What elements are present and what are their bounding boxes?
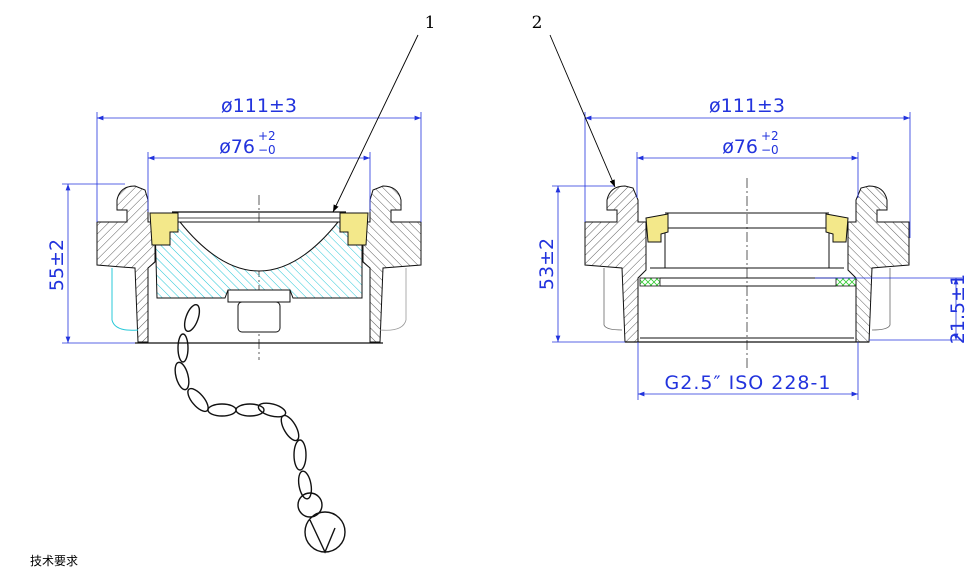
dim-inner-diameter-1: ø76 xyxy=(219,136,255,158)
dim-inner-tol-lower-2: −0 xyxy=(761,143,779,157)
seal-right-2 xyxy=(825,213,849,243)
dim-inner-tol-upper-1: +2 xyxy=(258,129,276,143)
technical-requirements-note: 技术要求 xyxy=(30,554,79,568)
dim-thread-spec: G2.5″ ISO 228-1 xyxy=(665,372,832,394)
dim-height-1: 55±2 xyxy=(46,239,68,291)
chain xyxy=(174,303,346,554)
dim-height-2: 53±2 xyxy=(536,238,558,290)
dim-outer-diameter-2: ø111±3 xyxy=(709,95,785,117)
dim-inner-tol-upper-2: +2 xyxy=(761,129,779,143)
part-label-1: 1 xyxy=(425,13,436,33)
seal-left-2 xyxy=(645,213,669,243)
oring-left xyxy=(639,277,661,287)
seal-right xyxy=(339,212,369,246)
oring-right xyxy=(835,277,857,287)
dim-inner-tol-lower-1: −0 xyxy=(258,143,276,157)
dim-thread-height: 21.5±1 xyxy=(947,274,969,344)
dim-inner-diameter-2: ø76 xyxy=(722,136,758,158)
part-2-adapter: ø111±3 ø76 +2 −0 53±2 21.5±1 G2.5″ ISO 2… xyxy=(532,13,969,400)
dim-outer-diameter-1: ø111±3 xyxy=(221,95,297,117)
seal-left xyxy=(149,212,179,246)
part-1-cap: ø111±3 ø76 +2 −0 55±2 1 xyxy=(46,13,436,554)
part-label-2: 2 xyxy=(532,13,543,33)
